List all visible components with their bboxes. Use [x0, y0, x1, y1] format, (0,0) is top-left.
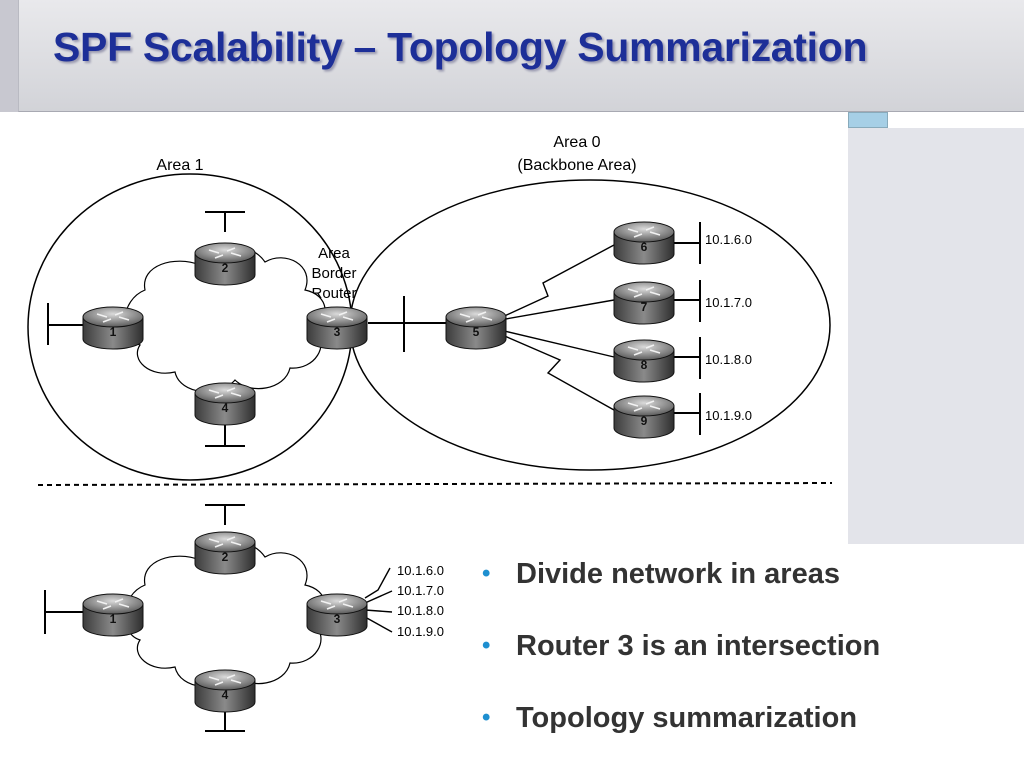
backbone-network-stubs	[674, 222, 701, 435]
summary-network-label: 10.1.7.0	[397, 583, 444, 598]
area0-sublabel: (Backbone Area)	[517, 157, 636, 174]
summary-links	[364, 567, 393, 633]
router-icon: 1	[82, 306, 144, 350]
bullet-item: • Router 3 is an intersection	[480, 626, 1000, 698]
router-number-label: 3	[334, 612, 341, 626]
router-number-label: 7	[641, 300, 648, 314]
abr-label-line2: Border	[311, 265, 356, 282]
decorative-side-panel	[848, 128, 1024, 544]
backbone-links	[499, 244, 615, 411]
router-icon: 4	[194, 382, 256, 426]
router-icon: 7	[613, 281, 675, 325]
router-number-label: 3	[334, 325, 341, 339]
slide-title: SPF Scalability – Topology Summarization	[53, 24, 868, 70]
router-icon: 3	[306, 593, 368, 637]
bullet-text: Router 3 is an intersection	[516, 630, 881, 662]
router-number-label: 1	[110, 612, 117, 626]
area0-label: Area 0	[553, 134, 600, 151]
summary-network-label: 10.1.6.0	[397, 563, 444, 578]
bullet-text: Divide network in areas	[516, 558, 840, 590]
bullet-item: • Divide network in areas	[480, 554, 1000, 626]
router-icon: 6	[613, 221, 675, 265]
area1-label: Area 1	[156, 157, 203, 174]
router-number-label: 5	[473, 325, 480, 339]
bullet-item: • Topology summarization	[480, 698, 1000, 770]
area1-lan-stubs	[47, 211, 446, 447]
router-icon: 2	[194, 242, 256, 286]
router-number-label: 6	[641, 240, 648, 254]
bullet-dot-icon: •	[482, 704, 491, 731]
title-bar	[18, 0, 1024, 112]
router-icon: 3	[306, 306, 368, 350]
router-icon: 2	[194, 531, 256, 575]
top-network-label: 10.1.7.0	[705, 295, 752, 310]
top-network-label: 10.1.6.0	[705, 232, 752, 247]
bullet-text: Topology summarization	[516, 702, 858, 734]
top-network-label: 10.1.8.0	[705, 352, 752, 367]
router-number-label: 1	[110, 325, 117, 339]
summary-network-label: 10.1.9.0	[397, 624, 444, 639]
decorative-tab	[848, 112, 888, 128]
router-number-label: 2	[222, 550, 229, 564]
router-icon: 9	[613, 395, 675, 439]
router-icon: 1	[82, 593, 144, 637]
title-accent-bar	[0, 0, 18, 112]
abr-label-line1: Area	[318, 245, 350, 262]
bullet-dot-icon: •	[482, 632, 491, 659]
top-network-label: 10.1.9.0	[705, 408, 752, 423]
bullet-dot-icon: •	[482, 560, 491, 587]
router-number-label: 2	[222, 261, 229, 275]
router-number-label: 8	[641, 358, 648, 372]
abr-label-line3: Router	[311, 285, 356, 302]
router-icon: 5	[445, 306, 507, 350]
router-number-label: 4	[222, 688, 229, 702]
router-icon: 4	[194, 669, 256, 713]
section-divider	[37, 482, 833, 486]
router-number-label: 9	[641, 414, 648, 428]
router-number-label: 4	[222, 401, 229, 415]
summary-network-label: 10.1.8.0	[397, 603, 444, 618]
bullet-list: • Divide network in areas • Router 3 is an…	[480, 554, 1000, 770]
router-icon: 8	[613, 339, 675, 383]
